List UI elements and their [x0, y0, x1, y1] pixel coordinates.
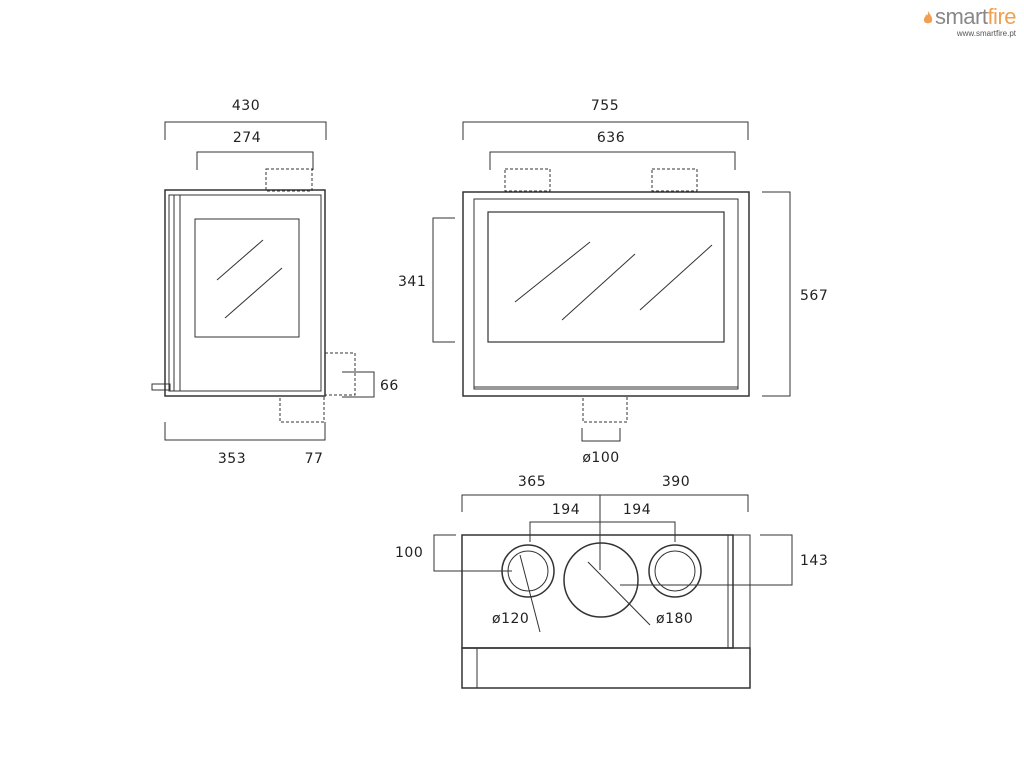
right-outlet-inner [654, 550, 696, 592]
front-glass-reflection-3 [639, 244, 713, 311]
bottom-inlet-dashed [279, 395, 325, 423]
label-total-height: 567 [800, 288, 828, 304]
side-glass [194, 218, 300, 338]
rear-inlet-dashed [324, 352, 356, 396]
label-depth-to-outlets: 100 [395, 545, 423, 561]
label-rear-depth: 77 [305, 451, 324, 467]
label-offset-left: 194 [552, 502, 580, 518]
label-side-outlet-width: 274 [233, 130, 261, 146]
dim-line-353-77 [164, 422, 326, 441]
dim-line-top-100 [433, 534, 512, 572]
main-flue-outlet [563, 542, 639, 618]
label-left-span: 365 [518, 474, 546, 490]
brand-name-fire: fire [987, 4, 1016, 29]
label-rear-inlet-height: 66 [380, 378, 399, 394]
dim-line-100 [581, 428, 621, 442]
brand-logo: smartfire www.smartfire.pt [923, 6, 1016, 38]
front-top-outlet-left [504, 168, 551, 192]
brand-url: www.smartfire.pt [956, 29, 1016, 38]
dim-line-341 [432, 217, 455, 343]
dim-line-365-390 [461, 494, 749, 512]
front-body [462, 191, 750, 397]
front-frame [473, 198, 739, 390]
label-offset-right: 194 [623, 502, 651, 518]
label-small-outlet-diameter: ø120 [492, 611, 529, 627]
front-bottom-inlet-dashed [582, 395, 628, 423]
side-glass-reflection-1 [216, 239, 264, 281]
label-glass-height: 341 [398, 274, 426, 290]
top-front-plate [461, 647, 751, 689]
front-glass [487, 211, 725, 343]
side-handle [151, 383, 171, 391]
top-outlet-dashed [265, 168, 313, 192]
side-body-inner [168, 194, 322, 392]
top-rear-strip [727, 534, 751, 649]
label-right-span: 390 [662, 474, 690, 490]
label-rear-offset: 143 [800, 553, 828, 569]
front-view [432, 121, 791, 442]
dim-line-194 [529, 521, 676, 542]
label-main-flue-diameter: ø180 [656, 611, 693, 627]
label-side-width: 430 [232, 98, 260, 114]
dim-line-567 [762, 191, 791, 397]
right-outlet-outer [648, 544, 702, 598]
dim-line-430 [164, 121, 327, 140]
dim-line-274 [196, 151, 314, 170]
top-view [433, 494, 793, 689]
dim-line-66 [342, 371, 375, 398]
side-view [151, 121, 375, 441]
label-bottom-inlet-diameter: ø100 [582, 450, 619, 466]
dim-line-636 [489, 151, 736, 170]
front-glass-reflection-2 [561, 253, 636, 321]
leader-120 [519, 554, 541, 633]
front-glass-reflection-1 [514, 241, 591, 303]
dim-line-143 [620, 534, 793, 586]
label-side-depth: 353 [218, 451, 246, 467]
side-body [164, 189, 326, 397]
side-glass-reflection-2 [224, 267, 283, 319]
brand-name-smart: smart [934, 4, 988, 29]
leader-180 [587, 561, 651, 626]
label-front-outlets-width: 636 [597, 130, 625, 146]
front-top-outlet-right [651, 168, 698, 192]
label-front-width: 755 [591, 98, 619, 114]
flame-icon [923, 11, 933, 24]
dim-line-755 [462, 121, 749, 140]
